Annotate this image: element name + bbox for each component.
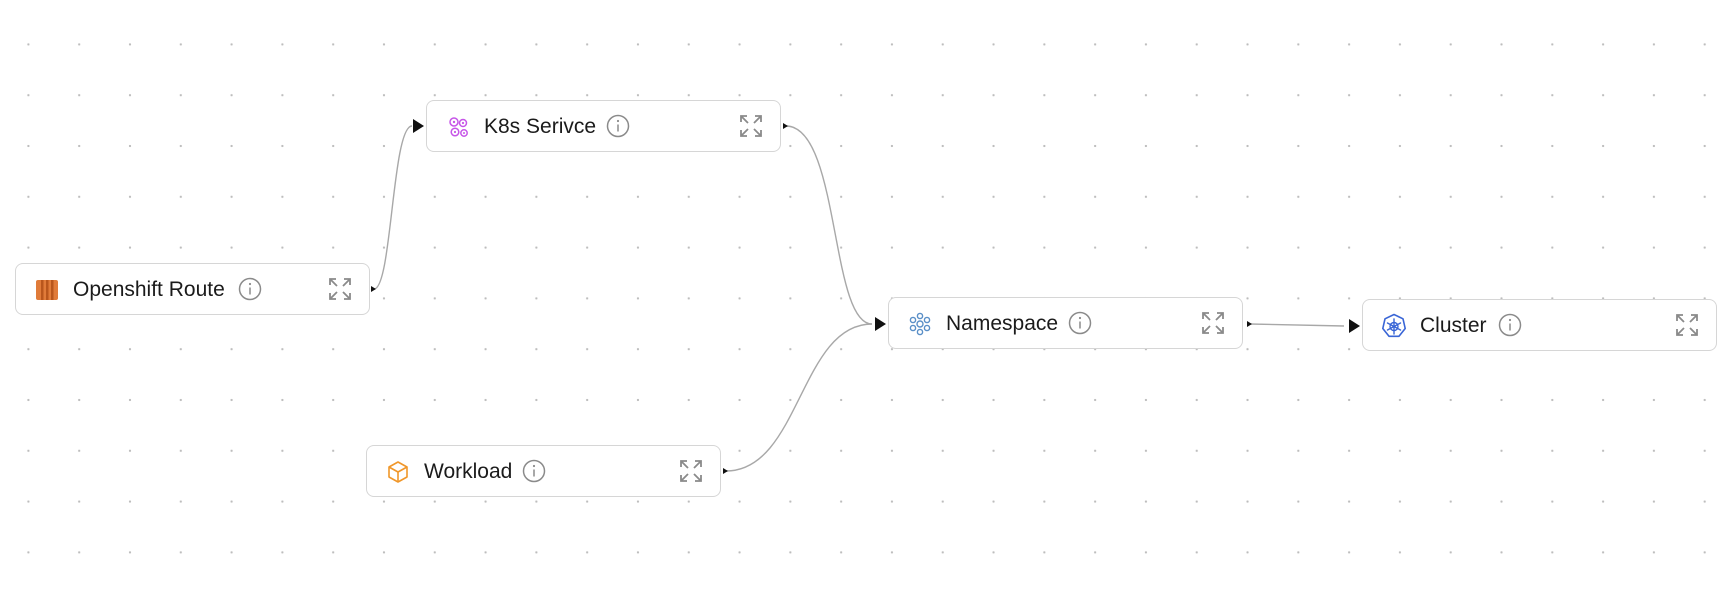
edge-k8s-service-to-namespace bbox=[785, 125, 873, 325]
node-workload[interactable]: Workload bbox=[366, 445, 721, 497]
namespace-icon bbox=[909, 312, 931, 336]
edge-source-handle bbox=[371, 286, 376, 292]
node-label: Cluster bbox=[1420, 314, 1487, 337]
node-label: Workload bbox=[424, 460, 513, 483]
edge-workload-to-namespace bbox=[725, 323, 873, 472]
edge-arrowhead bbox=[1349, 319, 1360, 333]
info-icon[interactable] bbox=[522, 459, 546, 483]
edge-openshift-route-to-k8s-service bbox=[373, 125, 413, 290]
cluster-icon bbox=[1382, 313, 1406, 338]
node-label: Openshift Route bbox=[73, 278, 225, 301]
workload-icon bbox=[388, 461, 408, 483]
node-cluster[interactable]: Cluster bbox=[1362, 299, 1717, 351]
k8s-service-icon bbox=[449, 117, 468, 137]
node-label: Namespace bbox=[946, 312, 1059, 335]
node-openshift-route[interactable]: Openshift Route bbox=[15, 263, 370, 315]
expand-icon[interactable] bbox=[1674, 312, 1700, 338]
node-namespace[interactable]: Namespace bbox=[888, 297, 1243, 349]
edge-source-handle bbox=[723, 468, 728, 474]
info-icon[interactable] bbox=[238, 277, 262, 301]
openshift-route-icon bbox=[36, 280, 58, 300]
expand-icon[interactable] bbox=[678, 458, 704, 484]
edge-namespace-to-cluster bbox=[1249, 323, 1345, 327]
expand-icon[interactable] bbox=[738, 113, 764, 139]
info-icon[interactable] bbox=[1068, 311, 1092, 335]
node-k8s-service[interactable]: K8s Serivce bbox=[426, 100, 781, 152]
node-label: K8s Serivce bbox=[484, 115, 597, 138]
expand-icon[interactable] bbox=[1200, 310, 1226, 336]
expand-icon[interactable] bbox=[327, 276, 353, 302]
info-icon[interactable] bbox=[1498, 313, 1522, 337]
edge-arrowhead bbox=[875, 317, 886, 331]
edge-arrowhead bbox=[413, 119, 424, 133]
edge-source-handle bbox=[1247, 321, 1252, 327]
info-icon[interactable] bbox=[606, 114, 630, 138]
edge-source-handle bbox=[783, 123, 788, 129]
